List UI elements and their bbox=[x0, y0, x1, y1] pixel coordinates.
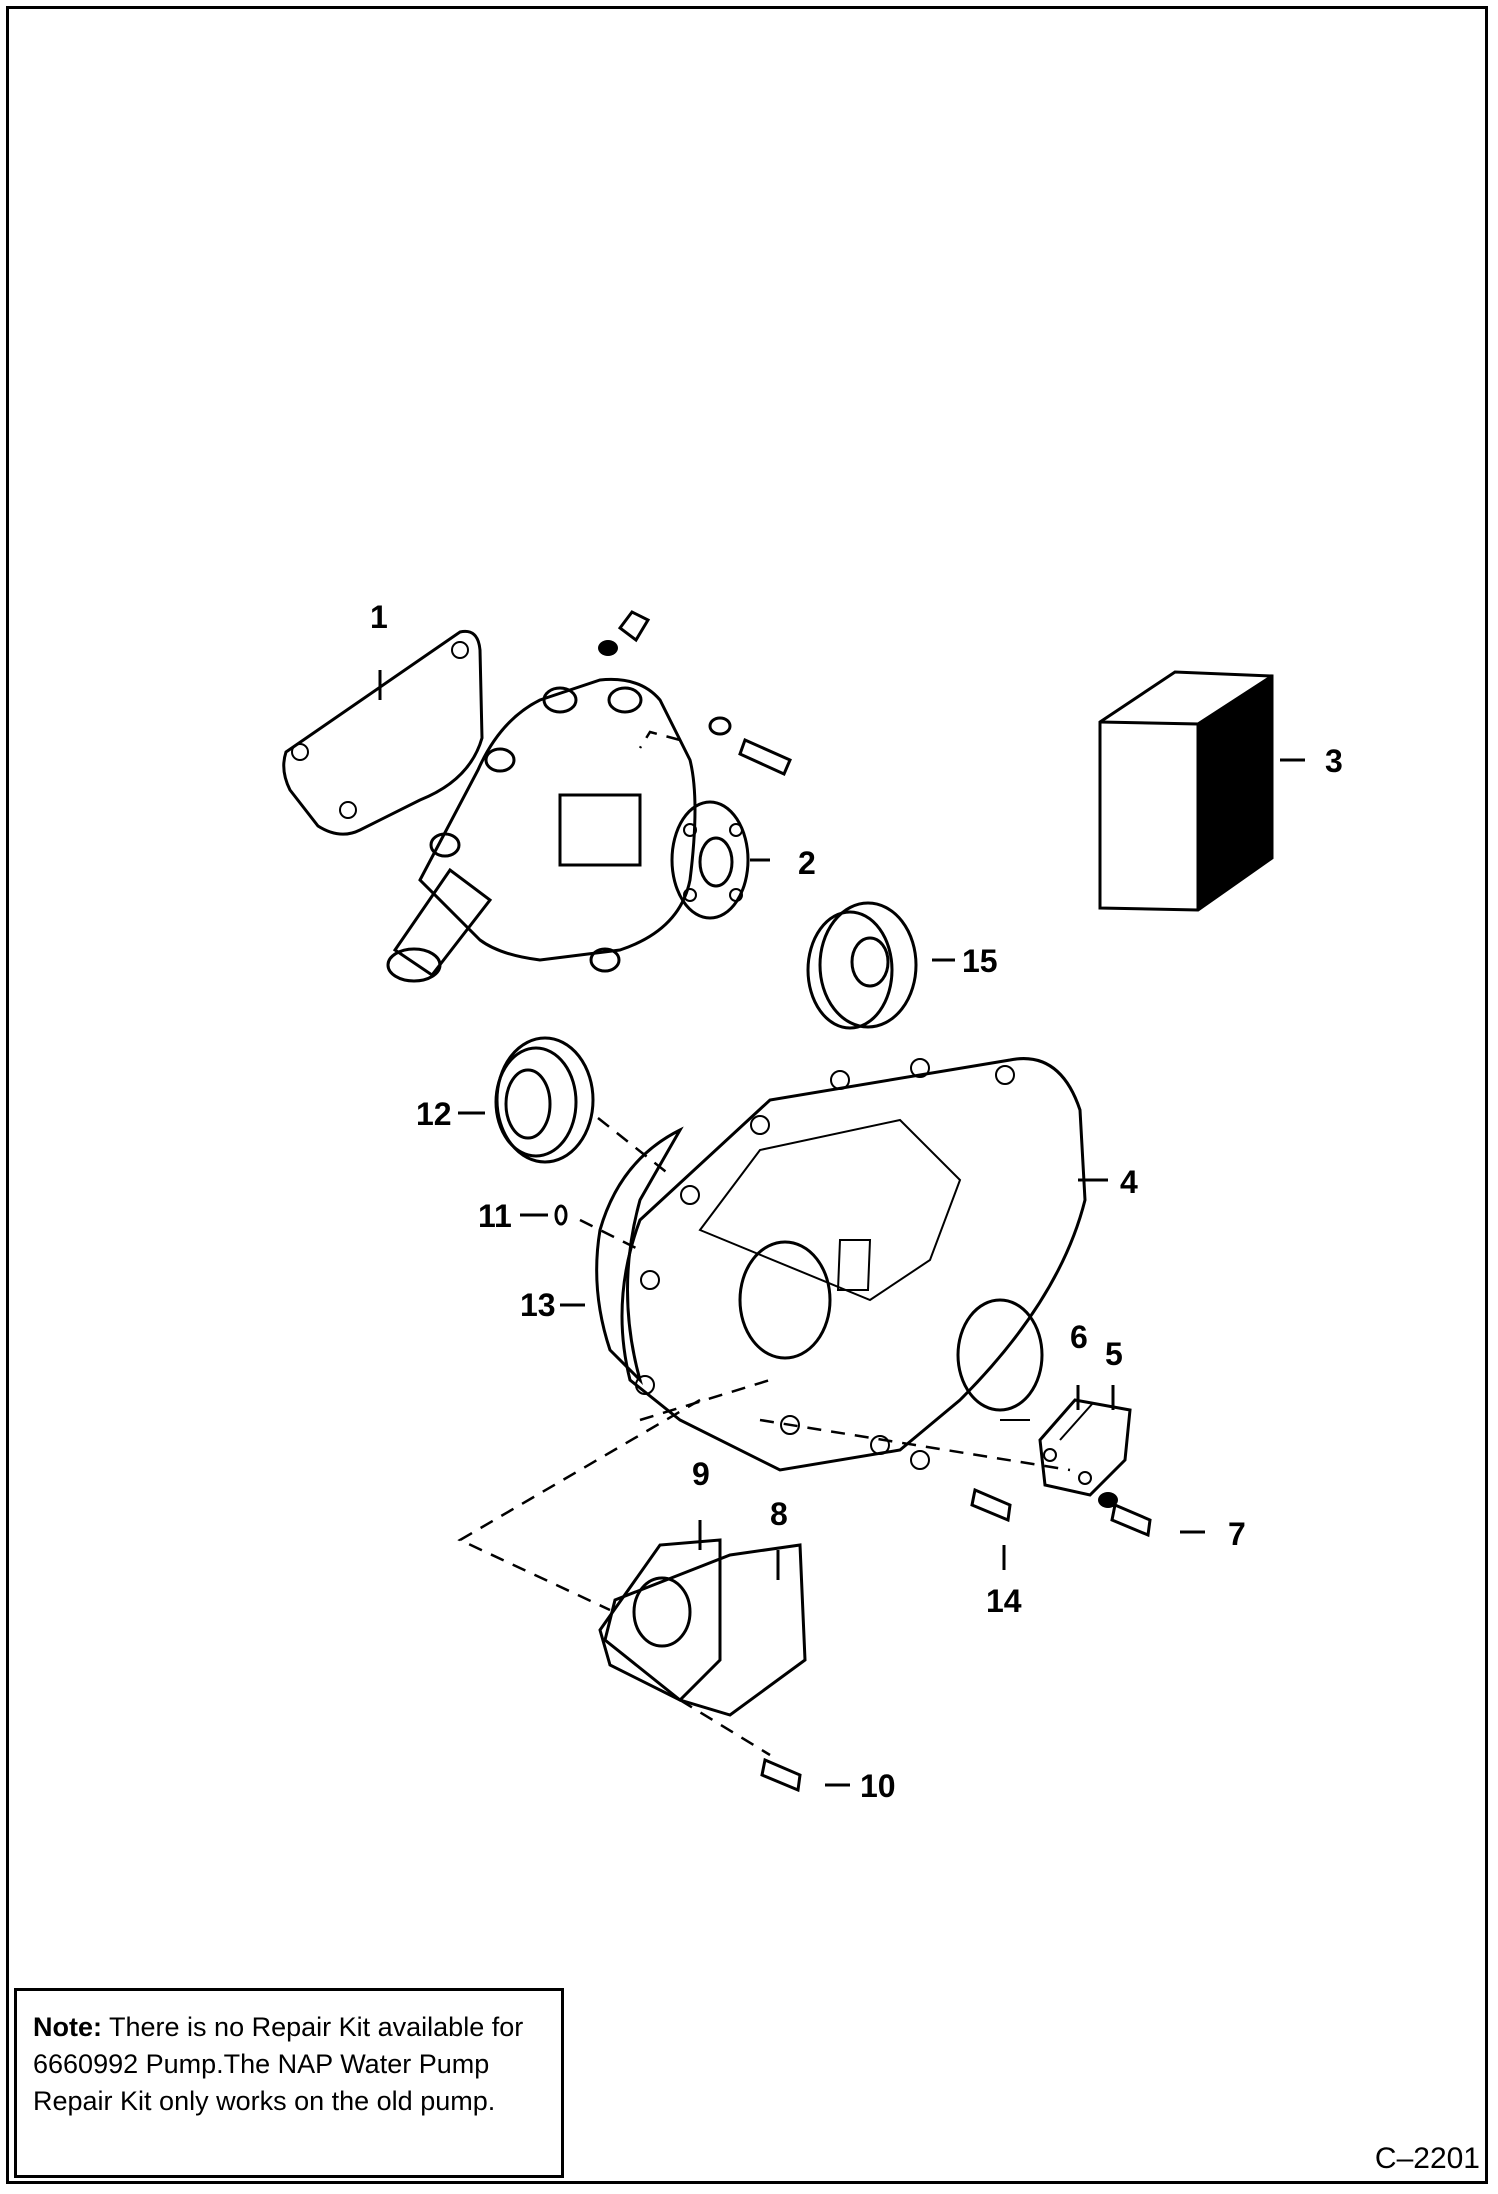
pump-gasket-part bbox=[282, 629, 484, 836]
callout-13: 13 bbox=[520, 1287, 556, 1323]
cover-plate-parts bbox=[1038, 1398, 1132, 1497]
repair-kit-box-part bbox=[1098, 670, 1274, 912]
gear-case-cover-part bbox=[595, 1057, 1087, 1472]
callout-12: 12 bbox=[416, 1096, 452, 1132]
callout-14: 14 bbox=[986, 1583, 1022, 1619]
callout-8: 8 bbox=[770, 1496, 788, 1532]
note-label: Note: bbox=[33, 2012, 102, 2042]
callout-3: 3 bbox=[1325, 743, 1343, 779]
leader-lines bbox=[378, 670, 1305, 1787]
figure-id: C–2201 bbox=[1374, 2142, 1480, 2175]
callout-2: 2 bbox=[798, 845, 816, 881]
water-pump-part bbox=[386, 610, 792, 983]
callout-15: 15 bbox=[962, 943, 998, 979]
callout-11: 11 bbox=[478, 1198, 512, 1234]
callout-5: 5 bbox=[1105, 1336, 1123, 1372]
bolts-parts bbox=[760, 1487, 1152, 1793]
oil-seal-part bbox=[494, 1036, 595, 1164]
callout-6: 6 bbox=[1070, 1319, 1088, 1355]
gasket-and-plate-parts bbox=[598, 1538, 807, 1717]
page-frame bbox=[6, 6, 1488, 2184]
pulley-part bbox=[806, 901, 918, 1030]
note-text: There is no Repair Kit available for 666… bbox=[33, 2012, 524, 2116]
callout-9: 9 bbox=[692, 1456, 710, 1492]
o-ring-part bbox=[554, 1204, 568, 1226]
callout-7: 7 bbox=[1228, 1516, 1246, 1552]
repair-kit-note: Note: There is no Repair Kit available f… bbox=[14, 1988, 564, 2178]
callout-10: 10 bbox=[860, 1768, 896, 1804]
callout-4: 4 bbox=[1120, 1164, 1138, 1200]
callout-1: 1 bbox=[370, 599, 388, 635]
